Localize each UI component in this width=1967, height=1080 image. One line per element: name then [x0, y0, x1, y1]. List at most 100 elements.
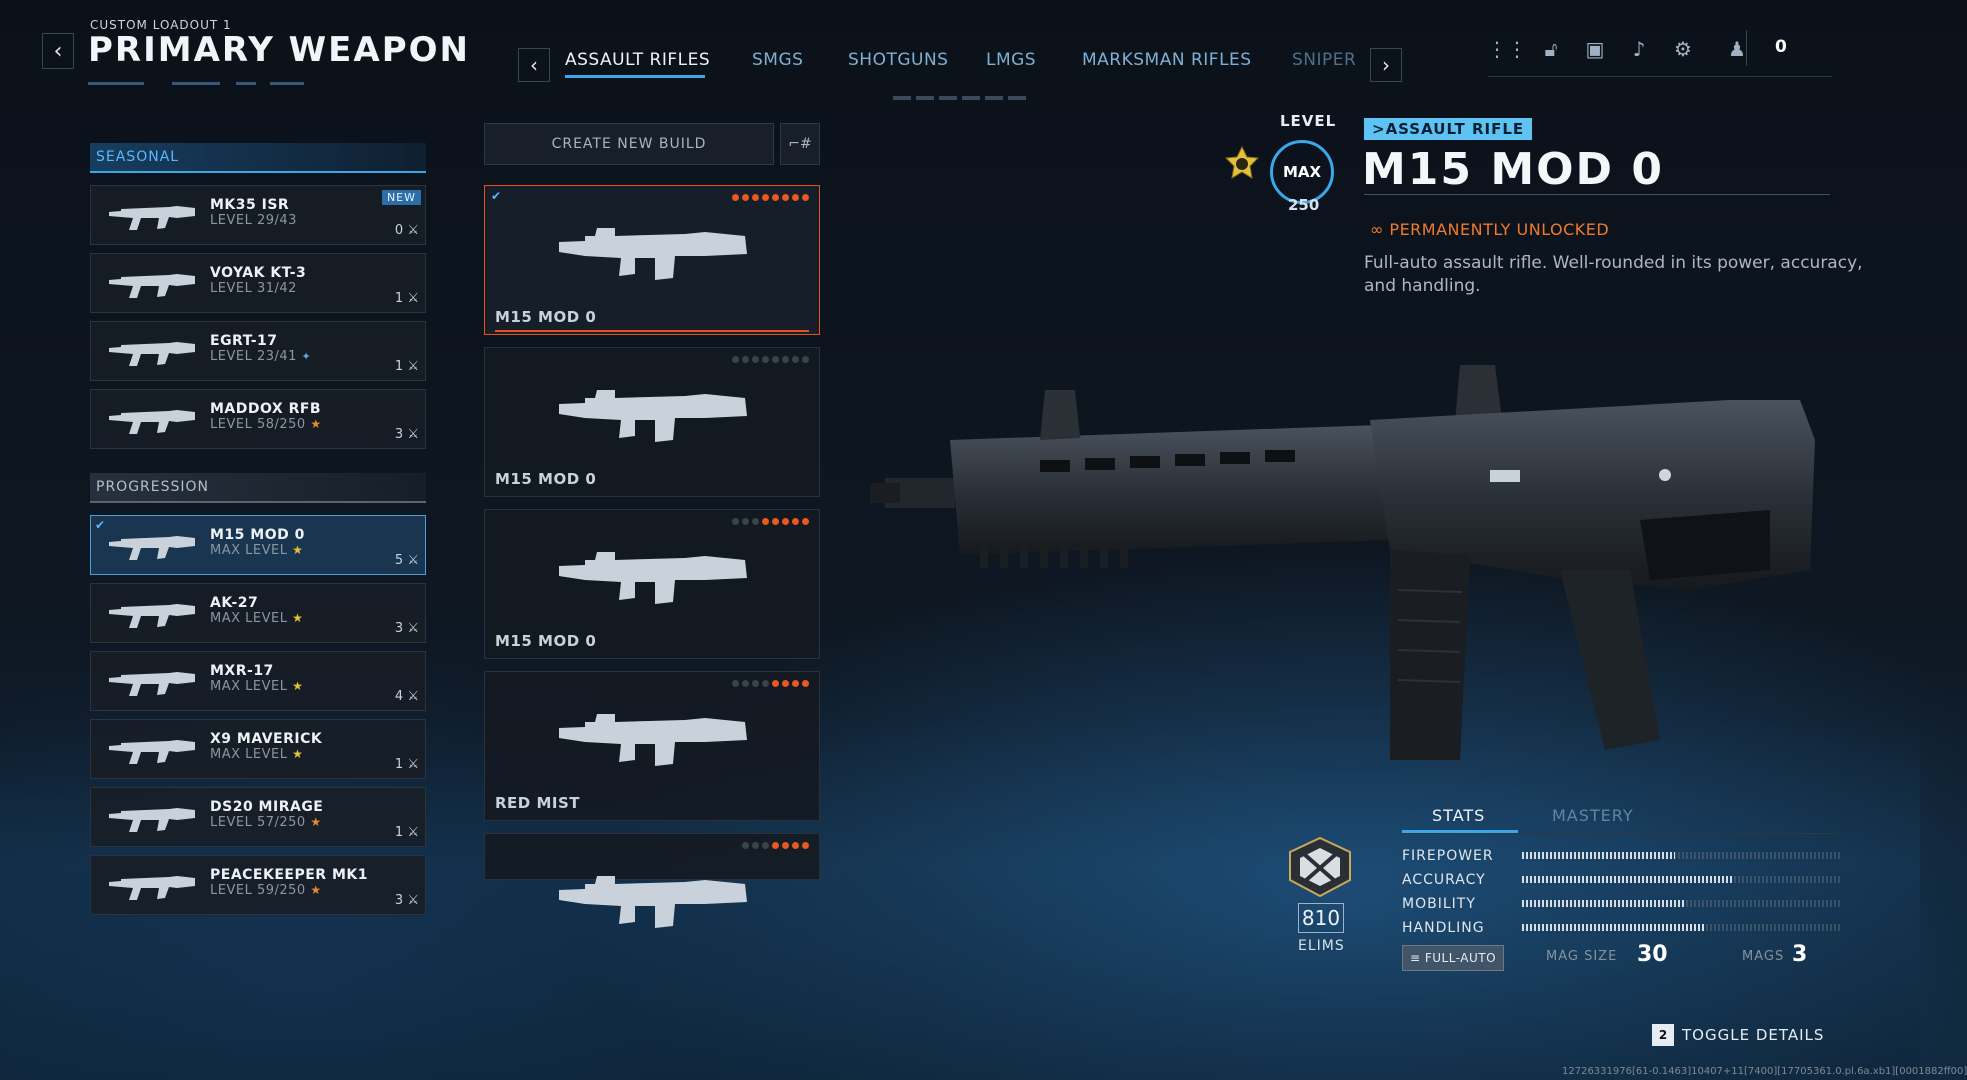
tab-stats[interactable]: STATS [1432, 806, 1486, 825]
weapon-name: MADDOX RFB [210, 401, 322, 417]
weapon-name: VOYAK KT-3 [210, 265, 307, 281]
attachment-dot [732, 680, 739, 687]
weapon-name: AK-27 [210, 595, 259, 611]
divider [1488, 76, 1832, 77]
build-card[interactable]: ✔M15 MOD 0 [484, 185, 820, 335]
attachment-count: 5 ⚔ [394, 553, 419, 568]
divider [1746, 30, 1747, 66]
weapon-model-image [870, 365, 1815, 760]
stat-row-handling: HANDLING [1402, 918, 1840, 938]
tab-marksman-rifles[interactable]: MARKSMAN RIFLES [1082, 50, 1252, 70]
operator-icon[interactable]: ♟ [1728, 37, 1746, 61]
weapon-level: MAX LEVEL ★ [210, 747, 304, 762]
star-orange-icon: ★ [310, 883, 322, 897]
attachment-dot [792, 194, 799, 201]
bell-icon[interactable]: ♪ [1632, 37, 1646, 61]
weapon-level: LEVEL 23/41 ✦ [210, 349, 312, 364]
weapon-name: EGRT-17 [210, 333, 278, 349]
attachment-dot [762, 518, 769, 525]
title-decoration [172, 82, 220, 85]
build-id-text: 12726331976[61-0.1463]10407+11[7400][177… [1562, 1066, 1967, 1077]
build-card[interactable]: RED MIST [484, 671, 820, 821]
checkmark-icon: ✔ [491, 189, 502, 203]
weapon-description: Full-auto assault rifle. Well-rounded in… [1364, 253, 1863, 296]
import-build-code-button[interactable]: ⌐# [780, 123, 820, 165]
page-indicator [893, 96, 911, 100]
chevron-left-icon: ‹ [53, 38, 63, 64]
attachment-dot [742, 842, 749, 849]
build-card[interactable]: M15 MOD 0 [484, 509, 820, 659]
key-hint: 2 [1652, 1024, 1674, 1046]
attachment-dots [742, 842, 809, 849]
attachment-dot [762, 842, 769, 849]
elims-count: 810 [1298, 903, 1344, 933]
attachment-dot [792, 518, 799, 525]
tab-sniper[interactable]: SNIPER [1292, 50, 1357, 70]
attachment-count: 1 ⚔ [394, 359, 419, 374]
active-tab-indicator [565, 75, 705, 78]
tab-smgs[interactable]: SMGS [752, 50, 804, 70]
camera-icon[interactable]: ▣ [1585, 37, 1605, 61]
gun-code-icon: ⌐# [788, 136, 812, 152]
weapon-level-ring: MAX [1270, 140, 1334, 204]
stat-bar [1522, 900, 1840, 907]
attachment-dot [802, 680, 809, 687]
weapon-thumbnail [107, 268, 197, 302]
weapon-level: LEVEL 31/42 [210, 281, 297, 296]
attachment-count: 1 ⚔ [394, 825, 419, 840]
weapon-level: LEVEL 59/250 ★ [210, 883, 322, 898]
create-new-build-button[interactable]: CREATE NEW BUILD [484, 123, 774, 165]
stat-label: ACCURACY [1402, 872, 1486, 888]
toggle-details-label: TOGGLE DETAILS [1682, 1026, 1825, 1044]
build-thumbnail [555, 862, 755, 932]
star-orange-icon: ★ [310, 417, 322, 431]
weapon-name: PEACEKEEPER MK1 [210, 867, 368, 883]
build-card[interactable] [484, 833, 820, 928]
attachment-dot [802, 356, 809, 363]
unlock-icon[interactable]: 🔓︎ [1544, 37, 1558, 61]
attachment-count: 4 ⚔ [394, 689, 419, 704]
tab-assault-rifles[interactable]: ASSAULT RIFLES [565, 50, 711, 70]
mag-size-label: MAG SIZE [1546, 949, 1618, 964]
gear-icon[interactable]: ⚙ [1674, 37, 1692, 61]
build-thumbnail [555, 538, 755, 608]
attachment-count: 3 ⚔ [394, 621, 419, 636]
chevron-left-icon: ‹ [530, 53, 538, 77]
stat-bar [1522, 876, 1840, 883]
attachment-dot [792, 842, 799, 849]
attachment-dot [732, 356, 739, 363]
new-badge: NEW [381, 190, 421, 205]
tabs-next-button[interactable]: › [1370, 48, 1402, 82]
grid-icon[interactable]: ⋮⋮ [1487, 37, 1527, 61]
attachment-dot [762, 356, 769, 363]
weapon-name: MK35 ISR [210, 197, 290, 213]
tab-lmgs[interactable]: LMGS [986, 50, 1037, 70]
tab-mastery[interactable]: MASTERY [1552, 806, 1634, 825]
unlock-status: ∞ PERMANENTLY UNLOCKED [1370, 220, 1610, 239]
toggle-details-button[interactable]: 2 TOGGLE DETAILS [1652, 1022, 1824, 1048]
title-decoration [88, 82, 144, 85]
back-button[interactable]: ‹ [42, 33, 74, 69]
weapon-name: M15 MOD 0 [210, 527, 305, 543]
build-card[interactable]: M15 MOD 0 [484, 347, 820, 497]
stat-fill [1522, 924, 1707, 931]
stat-row-accuracy: ACCURACY [1402, 870, 1840, 890]
tabs-prev-button[interactable]: ‹ [518, 48, 550, 82]
page-indicator [1008, 96, 1026, 100]
weapon-name: MXR-17 [210, 663, 274, 679]
stat-fill [1522, 876, 1732, 883]
attachment-count: 3 ⚔ [394, 427, 419, 442]
tab-shotguns[interactable]: SHOTGUNS [848, 50, 949, 70]
prestige-emblem-icon [1224, 145, 1260, 179]
fire-mode-badge: ≡ FULL-AUTO [1402, 945, 1504, 971]
